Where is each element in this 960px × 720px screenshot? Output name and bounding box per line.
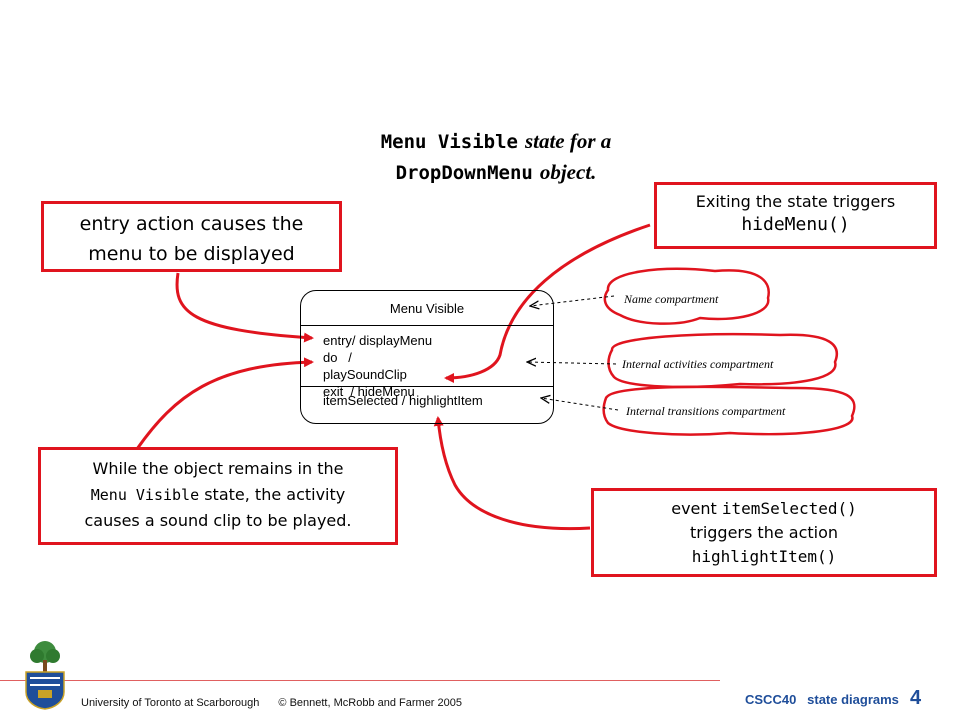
state-activity-line: playSoundClip: [323, 367, 407, 382]
title-text-1: state for a: [524, 129, 612, 153]
state-divider-1: [301, 325, 553, 326]
entry-callout-line1: entry action causes the: [79, 213, 304, 235]
activity-callout: While the object remains in the Menu Vis…: [38, 447, 398, 545]
activity-callout-line2: state, the activity: [204, 485, 346, 504]
university-crest-icon: [25, 641, 65, 710]
page-number: 4: [910, 687, 922, 709]
note-transitions-compartment: Internal transitions compartment: [626, 404, 786, 418]
state-activity-line: do /: [323, 350, 352, 365]
note-blob-name: [603, 267, 770, 325]
event-callout-code2: highlightItem(): [691, 547, 837, 566]
footer-course: CSCC40 state diagrams: [745, 692, 899, 707]
state-activity-line: entry/ displayMenu: [323, 333, 433, 348]
title-text-2: object.: [539, 160, 597, 184]
event-callout: event itemSelected() triggers the action…: [591, 488, 937, 577]
exit-arrow: [444, 223, 651, 383]
state-box: Menu Visible entry/ displayMenu do / pla…: [300, 290, 554, 424]
pointer-name: [530, 295, 615, 306]
footer-institution: University of Toronto at Scarborough: [81, 697, 260, 709]
exit-callout-text: Exiting the state triggers: [695, 192, 896, 211]
state-activities: entry/ displayMenu do / playSoundClip ex…: [323, 332, 432, 400]
note-blob-transitions: [602, 385, 856, 436]
pointer-activities: [527, 362, 617, 364]
slide-title: Menu Visible state for a DropDownMenu ob…: [240, 126, 752, 188]
exit-callout: Exiting the state triggers hideMenu(): [654, 182, 937, 249]
state-transition: itemSelected / highlightItem: [323, 393, 483, 408]
title-code-1: Menu Visible: [380, 131, 518, 153]
exit-callout-code: hideMenu(): [741, 214, 850, 235]
activity-callout-code: Menu Visible: [90, 486, 200, 504]
event-callout-code: itemSelected(): [721, 499, 857, 518]
state-activity-line: exit / hideMenu: [323, 384, 415, 399]
entry-callout: entry action causes the menu to be displ…: [41, 201, 342, 272]
activity-arrow: [135, 357, 314, 450]
event-arrow: [433, 416, 591, 531]
footer-copyright: © Bennett, McRobb and Farmer 2005: [278, 697, 462, 709]
note-blob-activities: [607, 332, 839, 389]
entry-callout-line2: menu to be displayed: [88, 243, 295, 265]
title-code-2: DropDownMenu: [395, 162, 533, 184]
state-name: Menu Visible: [389, 301, 465, 316]
footer-rule: [0, 680, 720, 681]
event-callout-line2: triggers the action: [689, 523, 839, 542]
event-callout-prefix: event: [671, 499, 717, 518]
footer-credits: University of Toronto at Scarborough © B…: [81, 697, 478, 709]
note-name-compartment: Name compartment: [624, 292, 719, 306]
pointer-transitions: [541, 398, 619, 411]
state-divider-2: [301, 386, 553, 387]
activity-callout-line3: causes a sound clip to be played.: [84, 511, 352, 530]
note-activities-compartment: Internal activities compartment: [622, 357, 774, 371]
entry-arrow: [175, 272, 314, 343]
activity-callout-line1: While the object remains in the: [92, 459, 344, 478]
